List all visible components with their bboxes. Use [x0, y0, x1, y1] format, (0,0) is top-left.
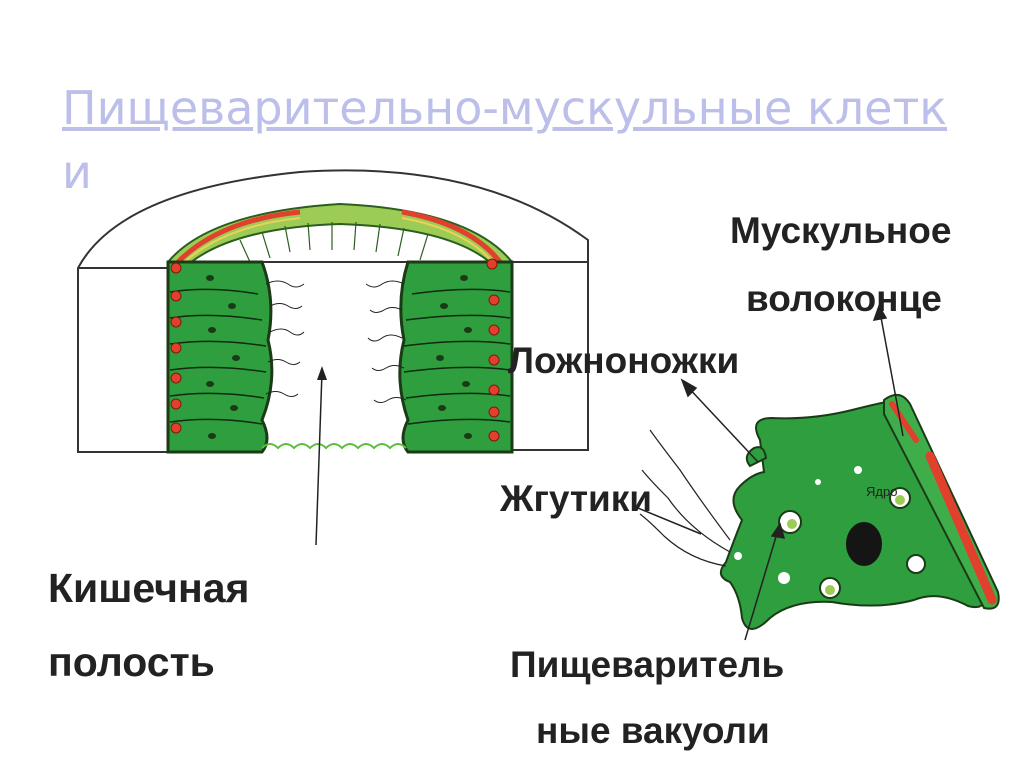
vacuoles-label-line1: Пищеваритель — [510, 640, 784, 690]
vacuoles-label-line2: ные вакуоли — [536, 706, 770, 756]
muscle-fiber-label-line1: Мускульное — [730, 206, 951, 256]
muscle-fiber-label-line2: волоконце — [746, 274, 942, 324]
left-cell-column — [168, 262, 272, 452]
right-cell-column — [400, 259, 512, 452]
cavity-bottom-edge — [262, 444, 406, 448]
gut-cavity-pointer — [316, 366, 327, 545]
nucleus-label: Ядро — [866, 484, 897, 499]
pseudopods-label: Ложноножки — [508, 336, 739, 386]
digestive-muscle-cell — [640, 395, 999, 629]
flagella-label: Жгутики — [500, 474, 652, 524]
gut-cavity-label-line2: полость — [48, 634, 215, 690]
cavity-flagella — [266, 281, 406, 403]
gut-cavity-label-line1: Кишечная — [48, 560, 249, 616]
